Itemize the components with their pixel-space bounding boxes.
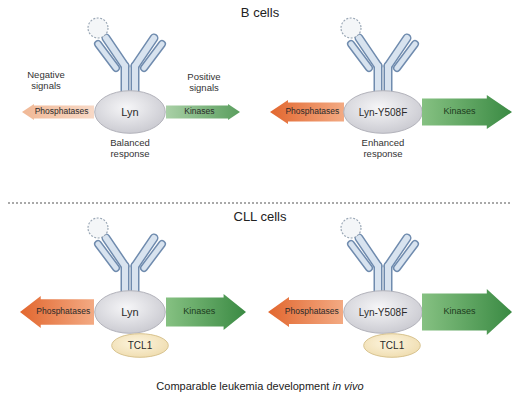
node-text: Phosphatases [275, 107, 340, 116]
signal-arrow: Kinases [166, 104, 240, 120]
signal-arrow: Kinases [422, 289, 512, 335]
antibody [88, 18, 162, 96]
node-text: TCL1 [380, 340, 404, 351]
annotation: Enhanced response [345, 138, 421, 160]
node-text: Kinases [184, 107, 221, 116]
annotation: Positive signals [176, 72, 232, 94]
node-text: Phosphatases [24, 307, 90, 316]
protein-ellipse: TCL1 [111, 333, 169, 358]
annotation: Negative signals [18, 70, 74, 92]
antibody [341, 18, 415, 96]
kinase-ellipse: Lyn [94, 290, 166, 334]
node-text: Lyn [121, 106, 138, 118]
node-text: Phosphatases [272, 307, 338, 316]
antibody [88, 218, 162, 296]
node-text: Phosphatases [27, 107, 88, 116]
kinase-ellipse: Lyn [94, 90, 166, 134]
node-text: Lyn-Y508F [359, 107, 408, 118]
footer-line: Comparable leukemia development in vivo [0, 380, 520, 393]
signal-arrow: Phosphatases [20, 296, 94, 328]
signal-arrow: Phosphatases [270, 100, 344, 124]
signal-arrow: Kinases [422, 95, 512, 129]
node-text: Kinases [183, 307, 228, 317]
kinase-ellipse: Lyn-Y508F [343, 90, 423, 134]
section-title: B cells [0, 6, 520, 21]
node-text: Kinases [443, 107, 490, 117]
annotation: Balanced response [92, 138, 168, 160]
node-text: Lyn [121, 306, 138, 318]
signal-arrow: Phosphatases [268, 297, 343, 327]
node-text: TCL1 [128, 340, 152, 351]
antibody [341, 218, 415, 296]
divider [8, 202, 512, 203]
signal-arrow: Phosphatases [22, 104, 94, 120]
kinase-ellipse: Lyn-Y508F [343, 290, 423, 334]
footer-text: Comparable leukemia development [156, 380, 329, 392]
node-text: Kinases [443, 307, 490, 317]
section-title: CLL cells [0, 210, 520, 225]
footer-text: in vivo [332, 380, 363, 392]
signal-arrow: Kinases [166, 294, 246, 330]
node-text: Lyn-Y508F [359, 307, 408, 318]
protein-ellipse: TCL1 [363, 333, 421, 358]
